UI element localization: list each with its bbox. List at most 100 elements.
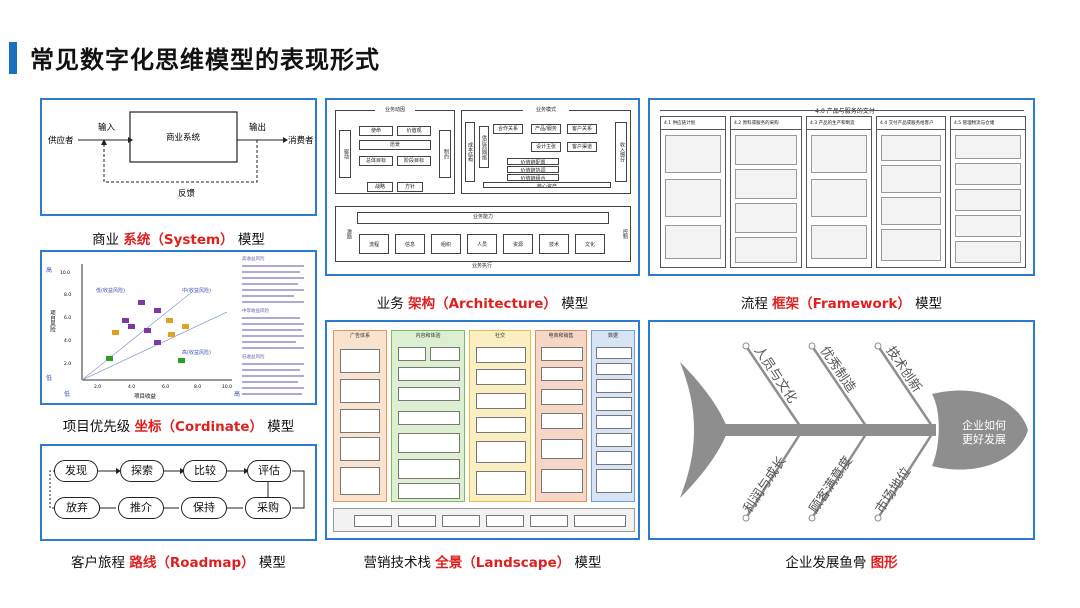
bone-people-culture: 人员与文化 [751,344,800,406]
coordinate-points [106,300,189,363]
coordinate-model-panel: 高 低 低 高 10.0 8.0 6.0 4.0 2.0 2.0 4.0 6.0… [40,250,317,405]
roadmap-step-explore: 探索 [120,460,164,482]
arch-constraint: 制约 [439,130,451,178]
roadmap-step-evaluate: 评估 [247,460,291,482]
framework-title-rule [660,110,1024,111]
framework-col-1: 4.1 供应链计划 [660,116,726,268]
arch-partners: 合作关系 [493,124,523,134]
arch-channels: 客户渠道 [567,142,597,152]
fishbone-diagram: 企业如何 更好发展 人员与文化 优秀制造 技术创新 利润与成长 顾客满意度 市场… [680,342,1028,522]
x-tick-5: 10.0 [222,384,232,390]
framework-cell [955,135,1021,159]
framework-cell [881,229,941,261]
framework-cell [811,225,867,259]
fish-head-line1: 企业如何 [962,418,1006,432]
arch-title-model: 业务模式 [523,106,569,114]
framework-cell [735,237,797,263]
supplier-label: 供应者 [48,135,74,146]
zone-low: 低(收益风险) [96,287,125,294]
bone-excellent-manufacturing: 优秀制造 [817,344,859,396]
arch-org: 组织 [431,234,461,254]
arch-revenue: 收入细分 [615,122,627,182]
bone-customer-satisfaction: 顾客满意度 [806,453,856,516]
arch-title-drivers: 业务动因 [375,106,415,114]
framework-cell [735,203,797,233]
y-tick-3: 6.0 [64,315,71,321]
roadmap-model-panel: 发现 探索 比较 评估 放弃 推介 保持 采购 [40,444,317,541]
feedback-label: 反馈 [178,188,196,199]
arch-stage-goal: 阶段目标 [397,156,431,166]
coordinate-caption: 项目优先级 坐标（Cordinate） 模型 [62,419,295,435]
y-tick-4: 4.0 [64,338,71,344]
arch-core-assets: 核心资产 [483,182,611,188]
arch-supply: 供应商网络 [479,126,489,168]
framework-col-4: 4.4 交付产品或服务给客户 [876,116,946,268]
legend-high: 高收益风险 [242,255,265,262]
landscape-col-content: 内容和体验 [391,330,465,502]
business-system-label: 商业系统 [166,132,201,143]
framework-cell [735,169,797,199]
framework-cell [811,179,867,217]
framework-cell [665,135,721,173]
arch-mission: 使命 [359,126,393,136]
legend-lines [242,265,304,395]
framework-col-3: 4.3 产品的生产和制造 [806,116,872,268]
arch-tech: 技术 [539,234,569,254]
framework-cell [955,215,1021,237]
framework-cell [811,135,867,173]
zone-high: 高(收益风险) [182,349,211,356]
x-low: 低 [64,390,70,398]
system-model-panel: 供应者 输入 商业系统 输出 消费者 反馈 [40,98,317,216]
framework-cell [955,163,1021,185]
arch-overall-goal: 总体目标 [359,156,393,166]
framework-cell [735,135,797,165]
landscape-head-ads: 广告体系 [349,333,370,339]
landscape-head-social: 社交 [494,333,505,339]
landscape-head-commerce: 电商和销售 [548,333,574,339]
arch-value-combo: 价值链组合 [507,174,559,181]
roadmap-step-purchase: 采购 [245,497,291,519]
arch-culture: 文化 [575,234,605,254]
framework-col-2: 4.2 原料或服务的采购 [730,116,802,268]
legend-low: 低收益风险 [242,353,265,360]
arch-business-drivers [335,110,455,194]
y-tick-5: 2.0 [64,361,71,367]
system-caption: 商业 系统（System） 模型 [92,232,265,248]
y-axis-label: 项目风险 [49,310,56,334]
framework-cell [665,225,721,259]
framework-col-4-title: 4.4 交付产品或服务给客户 [877,117,945,130]
framework-title: 4.0 产品与服务的交付 [815,108,875,115]
framework-cell [955,189,1021,211]
arch-driver: 驱动 [339,130,351,178]
output-label: 输出 [249,122,266,133]
legend-mid: 中等收益风险 [242,307,269,314]
arch-incentive: 激励 [339,212,353,256]
landscape-head-content: 内容和体验 [415,333,441,339]
fish-head [932,390,1028,470]
landscape-col-commerce: 电商和销售 [535,330,587,502]
y-low: 低 [46,374,52,382]
input-label: 输入 [98,122,116,133]
framework-cell [881,197,941,225]
fish-head-line2: 更好发展 [962,432,1006,446]
roadmap-step-abandon: 放弃 [54,497,100,519]
landscape-col-ads: 广告体系 [333,330,387,502]
arch-policy: 方针 [397,182,423,192]
arch-info: 信息 [395,234,425,254]
architecture-caption: 业务 架构（Architecture） 模型 [376,296,589,312]
framework-cell [665,179,721,217]
roadmap-step-recommend: 推介 [118,497,164,519]
fish-tail [680,362,728,498]
framework-col-5: 4.5 管理物流与仓储 [950,116,1026,268]
landscape-footer [333,508,635,532]
architecture-model-panel: 业务动因 驱动 制约 使命 价值观 愿景 总体目标 阶段目标 战略 方针 业务模… [325,98,640,276]
x-tick-4: 8.0 [194,384,201,390]
framework-col-5-title: 4.5 管理物流与仓储 [951,117,1025,130]
landscape-model-panel: 广告体系 内容和体验 社交 电商和销售 数据 [325,320,640,540]
x-high: 高 [234,390,240,398]
roadmap-step-compare: 比较 [183,460,227,482]
arch-vision: 愿景 [359,140,431,150]
arch-capability: 业务能力 [357,212,609,224]
arch-control: 控制 [615,212,629,256]
arch-value-config: 价值链配置 [507,158,559,165]
